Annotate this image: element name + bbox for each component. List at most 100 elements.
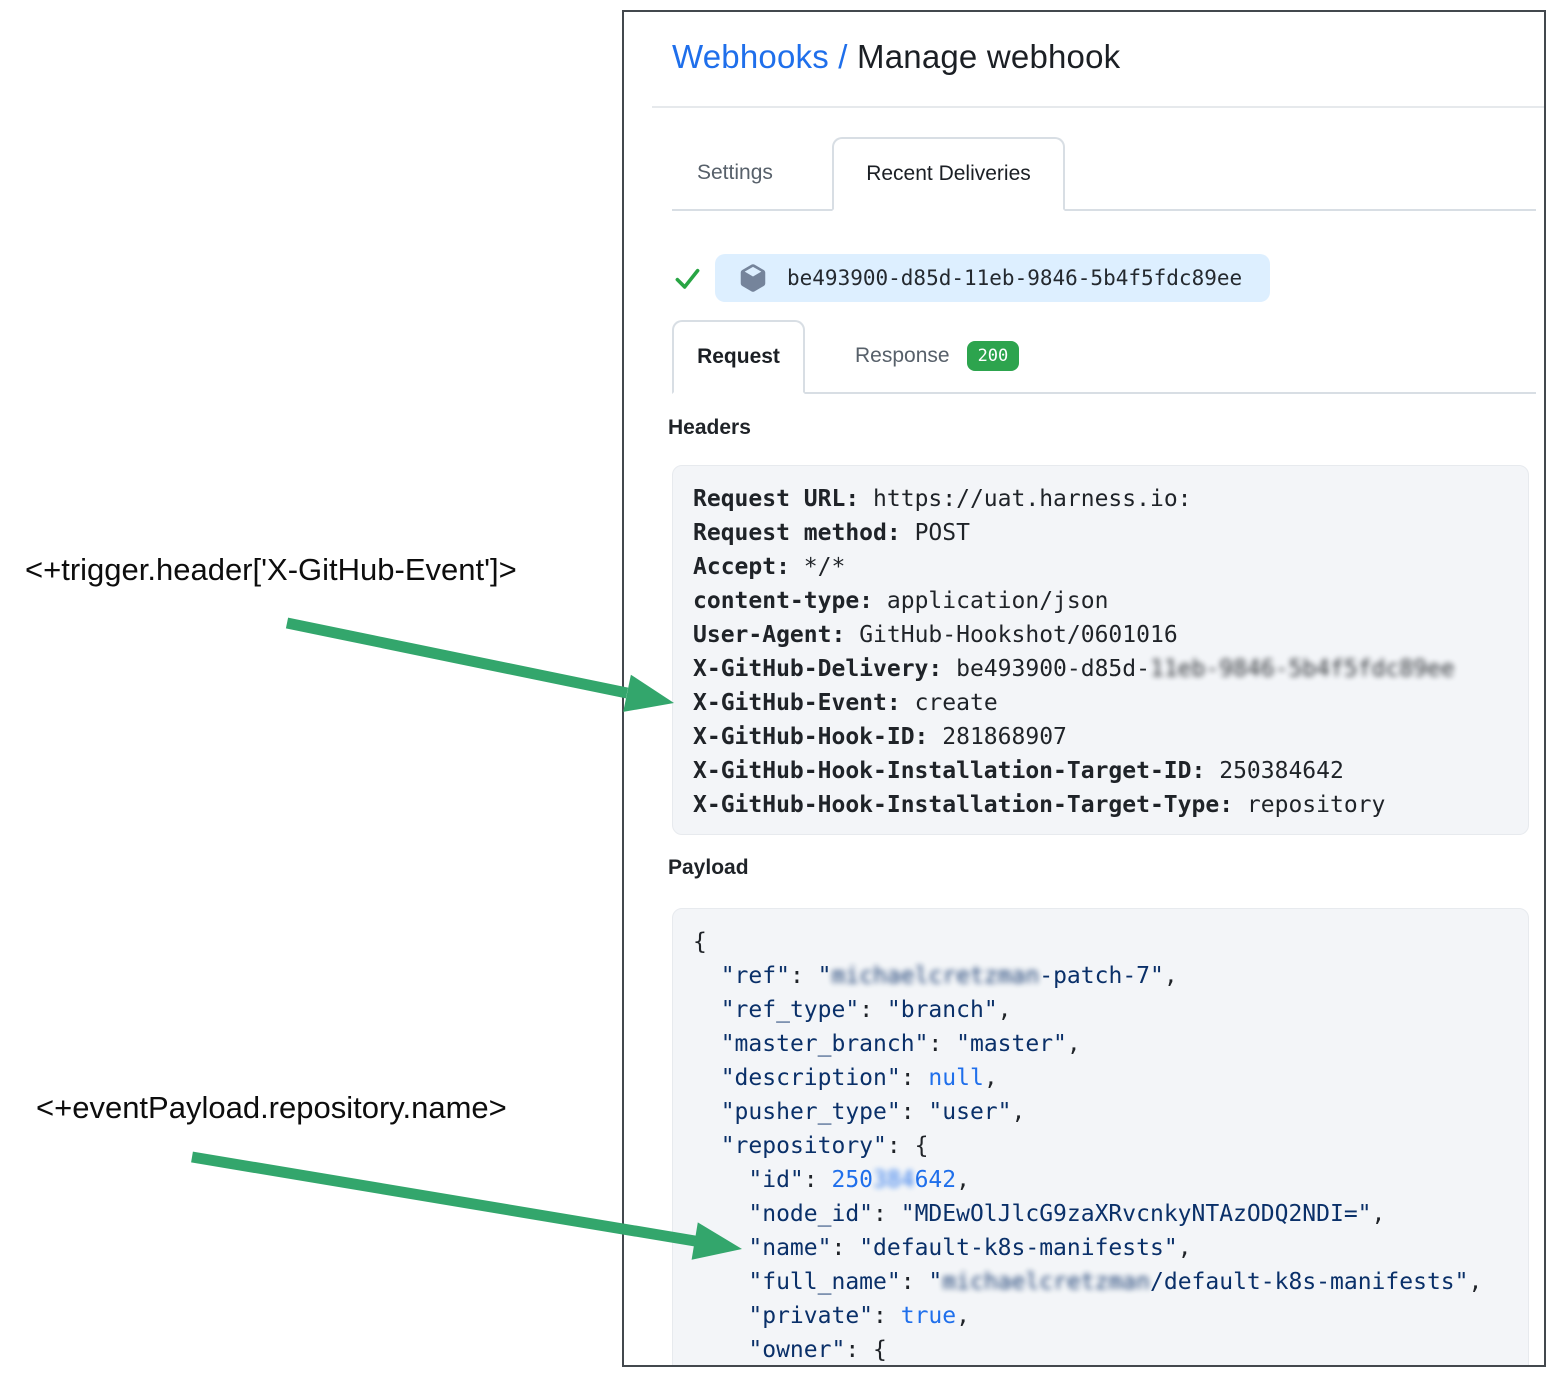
code-segment <box>845 622 859 648</box>
code-segment: , <box>1011 1099 1026 1125</box>
tab-response-label: Response <box>855 344 950 367</box>
code-segment <box>873 588 887 614</box>
code-segment: : <box>789 963 818 989</box>
payload-line: "owner": { <box>693 1333 1518 1365</box>
header-line: X-GitHub-Hook-Installation-Target-ID: 25… <box>693 754 1518 788</box>
code-segment: https://uat.harness.io: <box>873 486 1192 512</box>
code-segment: "user" <box>928 1099 1012 1125</box>
tab-settings[interactable]: Settings <box>697 161 773 184</box>
code-segment: , <box>1371 1201 1386 1227</box>
code-segment: , <box>1177 1235 1192 1261</box>
code-segment: content-type: <box>693 588 874 614</box>
code-segment <box>693 1201 748 1227</box>
code-segment: , <box>956 1167 970 1193</box>
code-segment: : <box>900 1099 929 1125</box>
trigger-expression-label: <+trigger.header['X-GitHub-Event']> <box>25 552 517 587</box>
code-segment: X-GitHub-Hook-Installation-Target-ID: <box>693 758 1206 784</box>
code-segment: " <box>817 963 832 989</box>
code-segment: true <box>900 1303 957 1329</box>
package-icon <box>740 264 766 292</box>
redacted-text: 384 <box>873 1167 915 1193</box>
request-headers-box: Request URL: https://uat.harness.io: Requ… <box>672 465 1529 835</box>
payload-line: { <box>693 925 1518 959</box>
header-line: content-type: application/json <box>693 584 1518 618</box>
code-segment: "full_name" <box>748 1269 901 1295</box>
code-segment: { <box>873 1337 887 1363</box>
code-segment: : <box>873 1201 901 1227</box>
code-segment: "repository" <box>720 1133 887 1159</box>
delivery-row: be493900-d85d-11eb-9846-5b4f5fdc89ee <box>674 254 1271 302</box>
code-segment: 250384642 <box>1219 758 1344 784</box>
code-segment: : <box>803 1167 832 1193</box>
code-segment: Request method: <box>693 520 901 546</box>
page-title: Manage webhook <box>857 38 1121 75</box>
code-segment <box>693 1269 748 1295</box>
code-segment: : <box>873 1303 901 1329</box>
tab-response[interactable]: Response 200 <box>855 320 1020 392</box>
code-segment: /default-k8s-manifests" <box>1150 1269 1469 1295</box>
code-segment: : <box>845 1337 874 1363</box>
breadcrumb-separator: / <box>828 38 858 75</box>
code-segment <box>693 1031 721 1057</box>
code-segment: -patch-7" <box>1039 963 1164 989</box>
code-segment: "branch" <box>886 997 998 1023</box>
tab-recent-deliveries[interactable]: Recent Deliveries <box>832 137 1065 211</box>
code-segment: User-Agent: <box>693 622 846 648</box>
code-segment <box>942 656 956 682</box>
code-segment: "master_branch" <box>720 1031 929 1057</box>
manage-webhook-panel: Webhooks / Manage webhook Settings Recen… <box>622 10 1546 1367</box>
code-segment <box>790 554 804 580</box>
payload-expression-label: <+eventPayload.repository.name> <box>36 1090 507 1125</box>
code-segment <box>1205 758 1219 784</box>
code-segment: , <box>1066 1031 1081 1057</box>
redacted-text: michaelcretzman <box>942 1269 1150 1295</box>
code-segment: : <box>900 1269 929 1295</box>
code-segment <box>693 1099 721 1125</box>
payload-line: "name": "default-k8s-manifests", <box>693 1231 1518 1265</box>
tab-request[interactable]: Request <box>672 320 805 394</box>
code-segment: "MDEwOlJlcG9zaXRvcnkyNTAzODQ2NDI=" <box>900 1201 1372 1227</box>
header-line: Accept: */* <box>693 550 1518 584</box>
green-arrow-to-x-github-event <box>285 617 674 712</box>
code-segment: : <box>859 997 887 1023</box>
code-segment: X-GitHub-Hook-ID: <box>693 724 929 750</box>
header-line: X-GitHub-Hook-Installation-Target-Type: … <box>693 788 1518 822</box>
webhooks-link[interactable]: Webhooks <box>672 38 829 75</box>
code-segment <box>859 486 873 512</box>
code-segment <box>693 1303 748 1329</box>
code-segment: "owner" <box>748 1337 846 1363</box>
code-segment: , <box>1468 1269 1483 1295</box>
code-segment <box>693 1133 721 1159</box>
header-line: Request method: POST <box>693 516 1518 550</box>
title-divider <box>652 106 1544 108</box>
code-segment: */* <box>803 554 846 580</box>
response-status-badge: 200 <box>966 341 1020 371</box>
code-segment: repository <box>1246 792 1386 818</box>
code-segment: " <box>928 1269 943 1295</box>
redacted-text: michaelcretzman <box>831 963 1040 989</box>
code-segment: 642 <box>914 1167 957 1193</box>
code-segment: application/json <box>886 588 1109 614</box>
code-segment <box>693 1235 748 1261</box>
headers-heading: Headers <box>668 416 751 439</box>
code-segment: null <box>928 1065 984 1091</box>
code-segment: , <box>1163 963 1178 989</box>
payload-line: "description": null, <box>693 1061 1518 1095</box>
payload-line: "master_branch": "master", <box>693 1027 1518 1061</box>
code-segment <box>693 1167 748 1193</box>
payload-line: "private": true, <box>693 1299 1518 1333</box>
code-segment: "id" <box>748 1167 804 1193</box>
code-segment <box>901 520 915 546</box>
code-segment: Request URL: <box>693 486 860 512</box>
payload-line: "repository": { <box>693 1129 1518 1163</box>
header-line: X-GitHub-Delivery: be493900-d85d-11eb-98… <box>693 652 1518 686</box>
code-segment: "ref" <box>720 963 790 989</box>
code-segment: { <box>914 1133 929 1159</box>
delivery-pill[interactable]: be493900-d85d-11eb-9846-5b4f5fdc89ee <box>715 254 1271 302</box>
code-segment: , <box>956 1303 970 1329</box>
code-segment: X-GitHub-Event: <box>693 690 901 716</box>
code-segment <box>928 724 942 750</box>
delivery-guid: be493900-d85d-11eb-9846-5b4f5fdc89ee <box>787 266 1243 290</box>
code-segment: { <box>693 929 707 955</box>
